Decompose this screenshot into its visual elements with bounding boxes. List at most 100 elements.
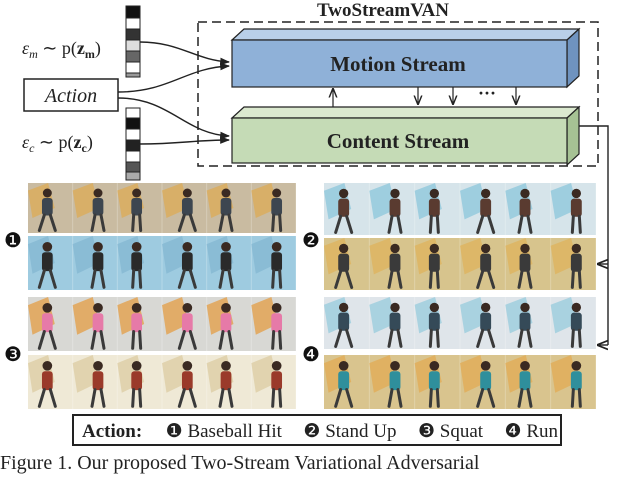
video-frame — [414, 238, 461, 290]
video-frame — [206, 183, 252, 233]
video-frame — [550, 355, 597, 409]
video-frame — [550, 297, 597, 349]
motion-stream-top — [230, 28, 581, 41]
video-frame — [460, 238, 506, 290]
video-frame — [460, 183, 506, 235]
video-frame — [206, 297, 252, 351]
video-frame — [550, 238, 597, 290]
video-frame — [369, 183, 416, 235]
legend-item-baseball-hit: ❶ Baseball Hit — [166, 421, 282, 442]
legend-marker-1: ❶ — [165, 421, 183, 442]
content-stream-top — [230, 106, 581, 119]
video-frame — [72, 183, 118, 233]
content-noise-label: εc ∼ p(zc) — [22, 132, 93, 155]
action-legend: Action: ❶ Baseball Hit ❷ Stand Up ❸ Squa… — [72, 414, 562, 446]
video-frame — [117, 236, 163, 290]
video-frame — [251, 236, 297, 290]
legend-label-stand-up: Stand Up — [325, 421, 397, 442]
output-route-line — [579, 125, 609, 345]
sample-filmstrips — [28, 183, 597, 409]
legend-item-squat: ❸ Squat — [418, 421, 483, 442]
action-to-content-curve — [117, 97, 230, 140]
legend-label-squat: Squat — [439, 421, 484, 442]
legend-marker-4: ❹ — [504, 421, 522, 442]
video-frame — [162, 355, 208, 409]
video-frame — [72, 355, 118, 409]
video-frame — [28, 236, 74, 290]
legend-marker-2: ❷ — [303, 421, 321, 442]
video-frame — [505, 238, 552, 290]
video-frame — [117, 183, 163, 233]
action-label: Action — [43, 85, 97, 107]
legend-item-run: ❹ Run — [505, 421, 558, 442]
content-stream-side — [566, 105, 580, 167]
motion-noise-to-motion-curve — [139, 41, 230, 66]
video-frame — [414, 297, 461, 349]
video-frame — [251, 183, 297, 233]
sample-marker-3: ❸ — [4, 342, 22, 366]
video-frame — [369, 355, 416, 409]
motion-stream-side — [566, 27, 580, 89]
motion-stream-face — [231, 39, 568, 88]
filmstrip-sample-4-row-2 — [324, 355, 597, 409]
video-frame — [251, 297, 297, 351]
video-frame — [162, 183, 208, 233]
content-stream-face — [231, 117, 568, 164]
video-frame — [324, 355, 370, 409]
filmstrip-sample-2-row-2 — [324, 238, 597, 290]
content-noise-to-content-curve — [139, 136, 230, 145]
sample-marker-4: ❹ — [302, 342, 320, 366]
video-frame — [162, 236, 208, 290]
video-frame — [117, 355, 163, 409]
video-frame — [505, 183, 552, 235]
action-box — [23, 78, 119, 112]
video-frame — [324, 297, 370, 349]
video-frame — [460, 355, 506, 409]
video-frame — [369, 238, 416, 290]
video-frame — [550, 183, 597, 235]
sample-marker-2: ❷ — [302, 228, 320, 252]
content-noise-vector — [125, 107, 141, 181]
legend-title: Action: — [82, 421, 143, 442]
video-frame — [72, 236, 118, 290]
video-frame — [28, 297, 74, 351]
video-frame — [162, 297, 208, 351]
twostream-dashed-box — [197, 21, 599, 167]
action-to-motion-curve — [117, 62, 230, 93]
video-frame — [324, 238, 370, 290]
legend-marker-3: ❸ — [417, 421, 435, 442]
legend-label-baseball-hit: Baseball Hit — [187, 421, 282, 442]
motion-noise-label: εm ∼ p(zm) — [22, 38, 101, 61]
filmstrip-sample-3-row-1 — [28, 297, 297, 351]
video-frame — [505, 297, 552, 349]
video-frame — [251, 355, 297, 409]
ellipsis: ··· — [478, 83, 496, 103]
figure-caption-text: Figure 1. Our proposed Two-Stream Variat… — [0, 452, 480, 474]
motion-stream-label: Motion Stream — [330, 52, 466, 76]
filmstrip-sample-1-row-2 — [28, 236, 297, 290]
filmstrip-sample-3-row-2 — [28, 355, 297, 409]
video-frame — [324, 183, 370, 235]
filmstrip-sample-1-row-1 — [28, 183, 297, 233]
video-frame — [72, 297, 118, 351]
video-frame — [28, 355, 74, 409]
video-frame — [414, 355, 461, 409]
figure-caption: Figure 1. Our proposed Two-Stream Variat… — [0, 452, 640, 476]
content-stream-block: Content Stream — [230, 105, 581, 167]
video-frame — [206, 355, 252, 409]
video-frame — [505, 355, 552, 409]
filmstrip-sample-2-row-1 — [324, 183, 597, 235]
video-frame — [460, 297, 506, 349]
video-frame — [117, 297, 163, 351]
filmstrip-sample-4-row-1 — [324, 297, 597, 349]
legend-item-stand-up: ❷ Stand Up — [303, 421, 396, 442]
video-frame — [414, 183, 461, 235]
diagram-title: TwoStreamVAN — [317, 0, 449, 21]
motion-stream-block: Motion Stream — [230, 27, 581, 89]
video-frame — [369, 297, 416, 349]
video-frame — [28, 183, 74, 233]
sample-marker-1: ❶ — [4, 228, 22, 252]
motion-noise-vector — [125, 5, 141, 78]
